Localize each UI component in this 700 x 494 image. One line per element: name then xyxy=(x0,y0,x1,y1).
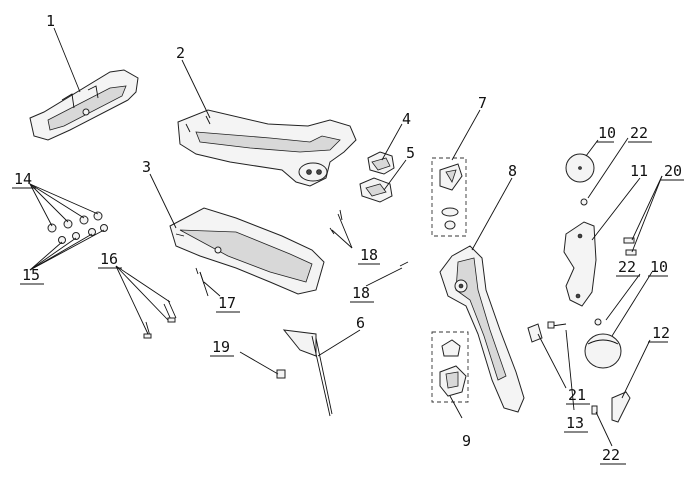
part-12-hook xyxy=(611,391,631,423)
label-18-bottom: 18 xyxy=(352,284,370,302)
label-12: 12 xyxy=(652,324,670,342)
part-20-screws xyxy=(623,237,637,256)
part-14-nuts xyxy=(47,211,103,233)
label-1: 1 xyxy=(46,12,55,30)
part-9-group xyxy=(431,331,469,403)
label-2: 2 xyxy=(176,44,185,62)
label-4: 4 xyxy=(402,110,411,128)
label-22-top: 22 xyxy=(630,124,648,142)
label-5: 5 xyxy=(406,144,415,162)
part-11-plate xyxy=(563,221,597,307)
part-labels: 1 2 3 4 5 6 7 8 9 10 10 11 12 13 14 15 1… xyxy=(14,12,682,464)
part-7-group xyxy=(431,157,467,237)
part-22-nuts xyxy=(580,198,602,415)
label-22-mid: 22 xyxy=(618,258,636,276)
label-8: 8 xyxy=(508,162,517,180)
part-10-disc-top xyxy=(565,153,595,183)
label-22-bottom: 22 xyxy=(602,446,620,464)
part-19-screw xyxy=(276,369,286,379)
label-7: 7 xyxy=(478,94,487,112)
part-3-bracket xyxy=(169,207,325,295)
label-9: 9 xyxy=(462,432,471,450)
part-8-arm xyxy=(439,245,525,413)
label-17: 17 xyxy=(218,294,236,312)
label-10-bottom: 10 xyxy=(650,258,668,276)
label-11: 11 xyxy=(630,162,648,180)
part-1-cover xyxy=(29,69,139,141)
part-16-screws xyxy=(143,299,177,339)
part-15-washers xyxy=(58,224,108,244)
label-16: 16 xyxy=(100,250,118,268)
label-underlines xyxy=(12,141,684,465)
label-3: 3 xyxy=(142,158,151,176)
part-2-bracket xyxy=(177,109,357,187)
part-5-clip xyxy=(359,177,393,203)
label-21: 21 xyxy=(568,386,586,404)
label-6: 6 xyxy=(356,314,365,332)
part-10-disc-bottom xyxy=(584,333,622,369)
label-13: 13 xyxy=(566,414,584,432)
label-20: 20 xyxy=(664,162,682,180)
part-4-clip xyxy=(367,151,395,175)
part-18-pins xyxy=(329,209,409,267)
label-10-top: 10 xyxy=(598,124,616,142)
leader-lines xyxy=(29,27,663,447)
part-13-block xyxy=(527,323,543,343)
label-19: 19 xyxy=(212,338,230,356)
label-14: 14 xyxy=(14,170,32,188)
part-21-screw xyxy=(547,321,567,329)
part-6-rod xyxy=(282,329,333,417)
label-18-top: 18 xyxy=(360,246,378,264)
label-15: 15 xyxy=(22,266,40,284)
